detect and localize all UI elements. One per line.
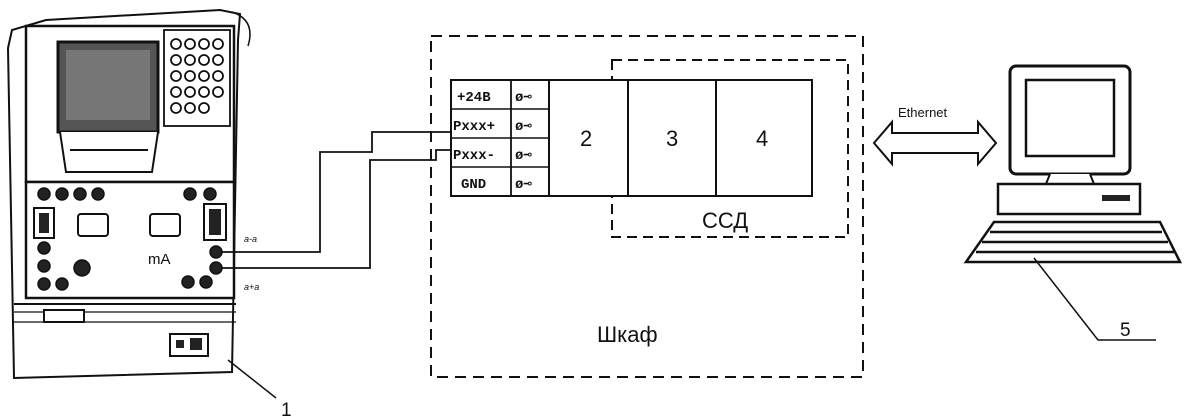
module-4-label: 4 — [756, 126, 768, 151]
network-label: Ethernet — [898, 105, 948, 120]
output-socket-plus — [209, 261, 223, 275]
ethernet-arrow — [872, 119, 998, 167]
module-2-box — [548, 79, 629, 197]
module-row — [548, 79, 813, 197]
wire-negative — [222, 131, 452, 253]
terminal-symbol-1: ø⊸ — [515, 119, 532, 135]
output-socket-minus — [209, 245, 223, 259]
wire-positive — [222, 149, 452, 269]
device-keypad — [163, 29, 231, 127]
signal-wires — [222, 131, 452, 269]
cabinet-label: Шкаф — [597, 322, 658, 347]
cabinet-boundary — [430, 35, 864, 378]
module-2-label: 2 — [580, 126, 592, 151]
terminal-symbol-2: ø⊸ — [515, 148, 532, 164]
ssd-label: ССД — [702, 208, 748, 233]
terminal-label-3: GND — [461, 177, 486, 193]
computer-workstation — [963, 64, 1183, 264]
terminal-label-0: +24В — [457, 90, 491, 106]
terminal-symbol-3: ø⊸ — [515, 177, 532, 193]
callout-1: 1 — [281, 400, 292, 420]
terminal-label-1: Рxxx+ — [453, 119, 495, 135]
device-unit-label: mA — [148, 251, 171, 268]
wire-label-minus: a-a — [244, 234, 257, 244]
terminal-block — [450, 79, 550, 197]
callout-1-leader — [227, 359, 277, 399]
module-3-label: 3 — [666, 126, 678, 151]
calibrator-device — [6, 8, 251, 380]
callout-5: 5 — [1120, 320, 1131, 341]
wire-label-plus: a+a — [244, 282, 259, 292]
terminal-symbol-0: ø⊸ — [515, 90, 532, 106]
socket-row-top — [37, 187, 217, 201]
module-3-box — [627, 79, 717, 197]
module-4-box — [715, 79, 813, 197]
callout-5-leader — [1033, 257, 1156, 341]
terminal-label-2: Рxxx- — [453, 148, 495, 164]
